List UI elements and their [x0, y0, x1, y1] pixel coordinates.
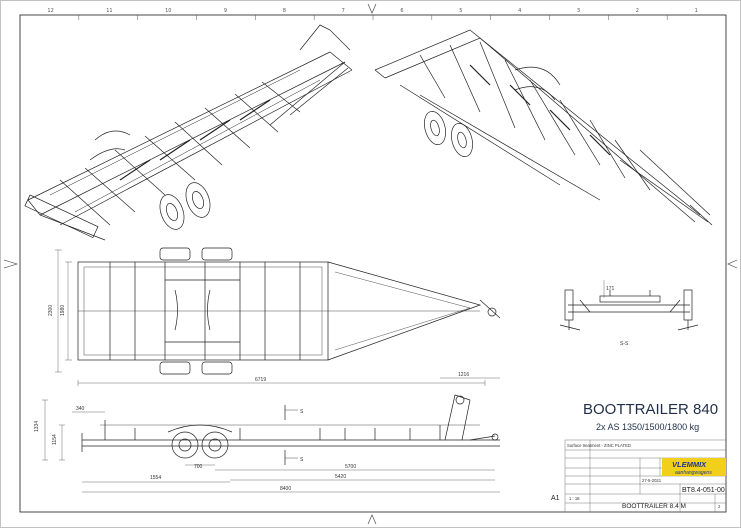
dim-overall-length: 8400 [280, 486, 291, 492]
dim-plan-inner-width: 1980 [60, 305, 66, 316]
section-marker-bottom: S [300, 457, 304, 463]
zone-label: 3 [577, 8, 580, 14]
dim-section-height: 171 [606, 286, 615, 292]
dim-plan-width: 2300 [48, 305, 54, 316]
zone-label: 1 [695, 8, 698, 14]
isometric-view-left [24, 24, 353, 241]
center-mark-bottom [367, 514, 377, 525]
drawing-title: BOOTTRAILER 840 [583, 401, 718, 418]
revision-date: 27-5-2021 [642, 478, 662, 483]
zone-label: 8 [283, 8, 286, 14]
brand-band [662, 458, 726, 476]
drawing-scale: 1 : 18 [569, 496, 580, 501]
sheet-size: A1 [551, 495, 560, 502]
title-block [564, 439, 727, 513]
plan-view [77, 247, 501, 375]
brand-logo-tagline: aanhangwagens [675, 470, 712, 476]
zone-label: 10 [165, 8, 171, 14]
isometric-view-right [374, 29, 713, 226]
dim-axle-spacing: 700 [194, 464, 203, 470]
dim-plan-length: 6719 [255, 377, 266, 383]
dim-side-post: 340 [76, 406, 85, 412]
dim-axle-to-hitch: 5700 [345, 464, 356, 470]
center-mark-left [3, 259, 19, 269]
zone-label: 7 [342, 8, 345, 14]
zone-label: 12 [47, 8, 53, 14]
zone-label: 11 [106, 8, 112, 14]
part-name: BOOTTRAILER 8.4 M [622, 503, 686, 510]
center-mark-right [727, 259, 738, 269]
dim-frame-length: 5420 [335, 474, 346, 480]
dim-rear-offset: 1554 [150, 475, 161, 481]
dim-top-offset: 1216 [458, 372, 469, 378]
section-label: S-S [620, 341, 629, 347]
zone-label: 9 [224, 8, 227, 14]
zone-labels-top: 12 11 10 9 8 7 6 5 4 3 2 1 [47, 8, 698, 20]
zone-label: 6 [400, 8, 403, 14]
drawing-subtitle: 2x AS 1350/1500/1800 kg [596, 422, 699, 432]
sheet-number: 2 [718, 504, 721, 509]
dim-side-height-low: 1154 [52, 434, 58, 445]
zone-label: 4 [518, 8, 521, 14]
surface-treatment: Surface treatment - ZINC PLATED [567, 443, 631, 448]
plan-dimensions [55, 249, 486, 386]
brand-logo-name: VLEMMIX [672, 460, 707, 469]
side-dimensions [42, 377, 500, 493]
dim-side-height-total: 1334 [34, 421, 40, 432]
center-mark-top [367, 3, 377, 14]
section-marker-top: S [300, 409, 304, 415]
zone-label: 2 [636, 8, 639, 14]
section-view [559, 289, 699, 331]
zone-label: 5 [459, 8, 462, 14]
side-view [81, 394, 500, 459]
drawing-number: BT8.4-051-00 [682, 487, 725, 494]
